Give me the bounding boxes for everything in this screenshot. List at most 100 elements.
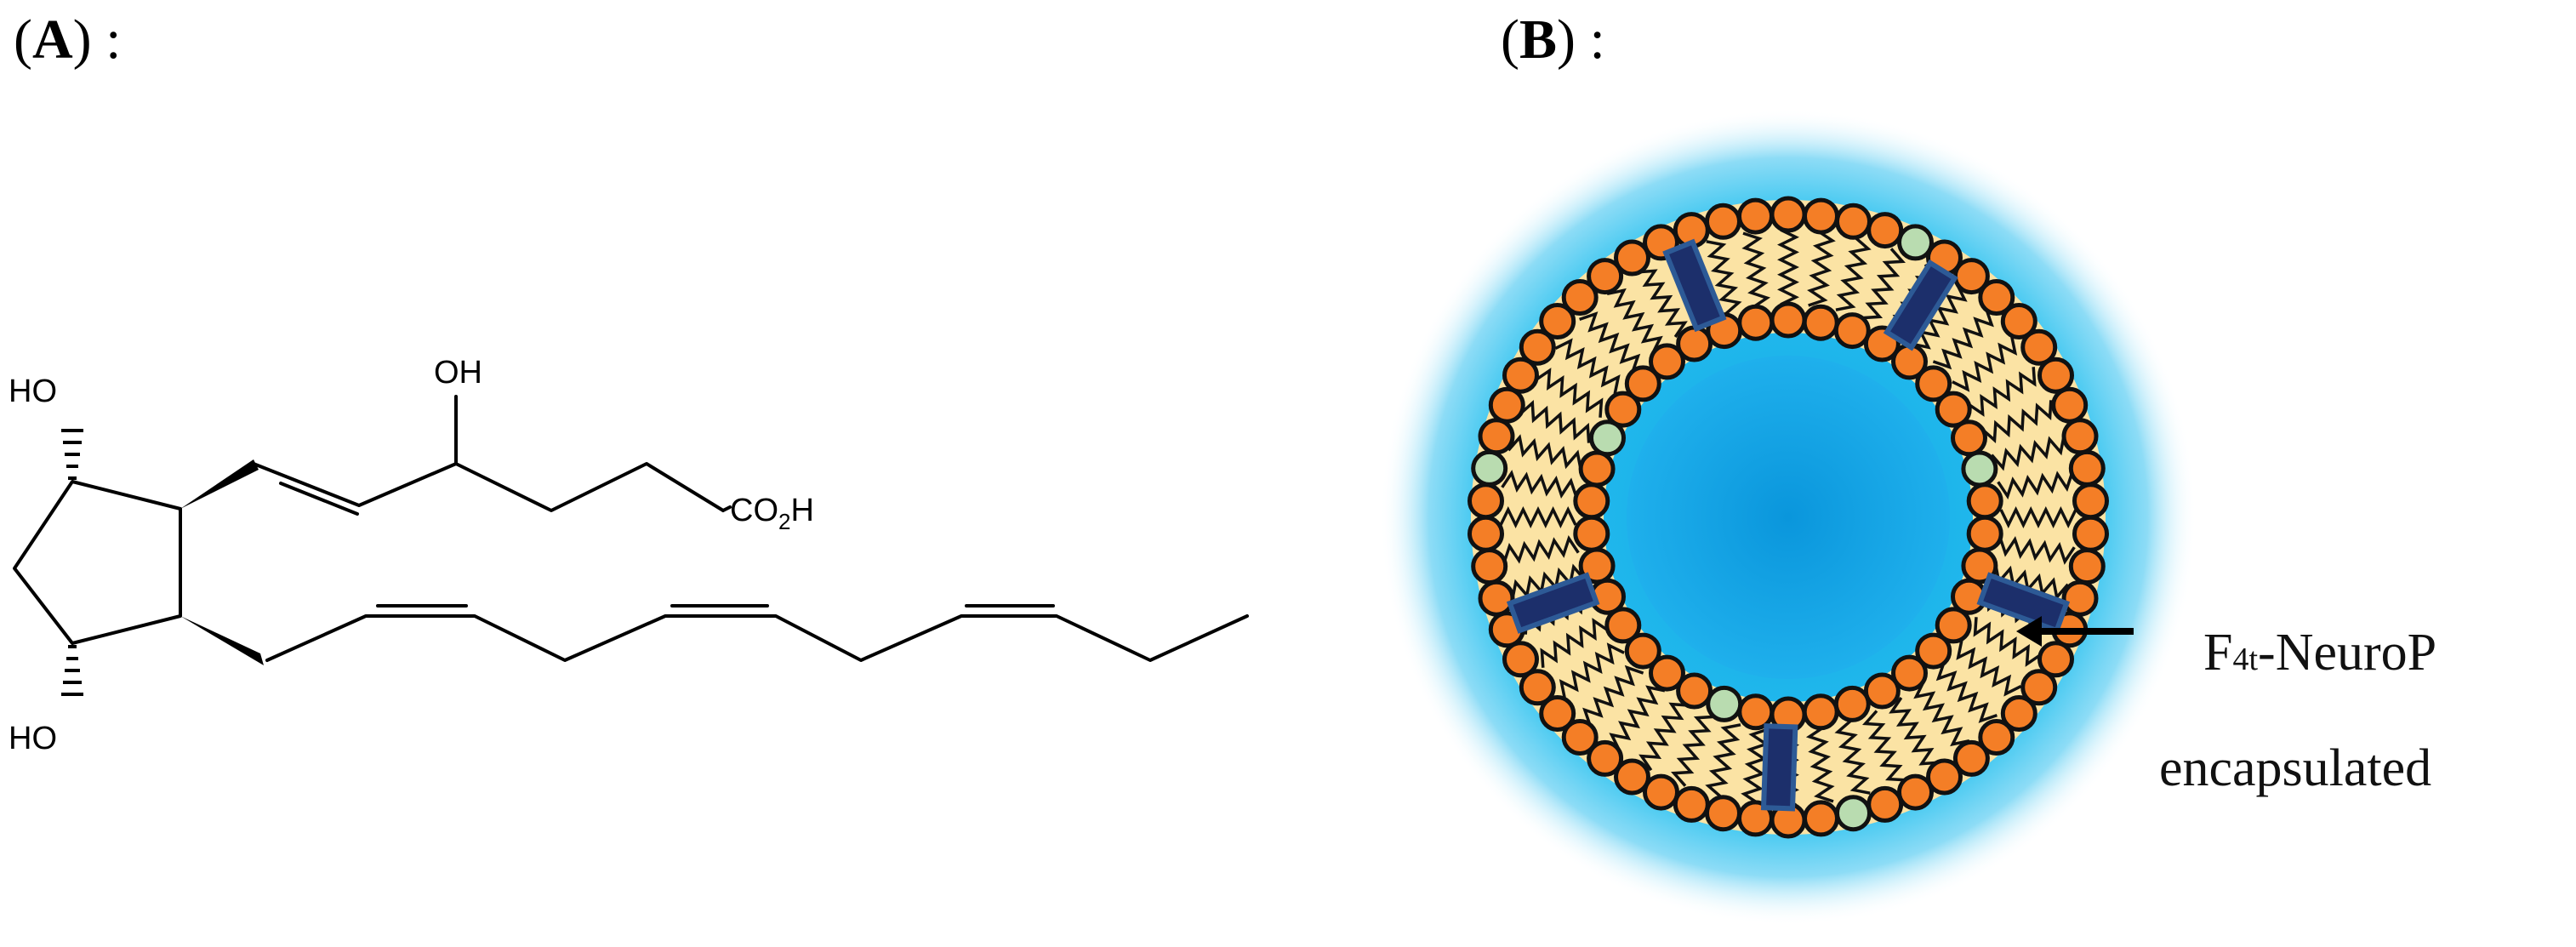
lipid-head — [1502, 357, 1539, 394]
lipid-tail — [1671, 715, 1714, 787]
lipid-head — [1676, 325, 1713, 362]
lipid-tail — [1805, 726, 1835, 803]
lipid-tail — [1913, 681, 1970, 747]
lipid-tail — [1606, 288, 1663, 354]
lipid-head — [1866, 212, 1904, 249]
lipid-heads — [1468, 196, 2109, 839]
lipid-tail — [1889, 697, 1939, 766]
lipid-head — [1935, 391, 1972, 428]
lipid-tail — [1952, 335, 2018, 392]
lipid-head — [1803, 800, 1839, 837]
lipid-head — [1649, 654, 1685, 692]
lipid-tail — [1911, 283, 1968, 350]
lipid-tail — [1534, 368, 1604, 418]
lipid-head — [1897, 773, 1934, 811]
hashed-bond-lower — [61, 645, 83, 696]
lipid-tails — [1499, 228, 2077, 807]
liposome-diagram — [1380, 109, 2197, 926]
lipid-head — [1578, 450, 1616, 488]
lipid-head — [2072, 482, 2109, 520]
lipid-tail — [1519, 400, 1591, 443]
lipid-head — [1519, 669, 1556, 706]
lipid-head — [1833, 685, 1871, 722]
lipid-head — [2037, 357, 2074, 394]
aqueous-core — [1627, 356, 1950, 679]
lipid-head — [1926, 758, 1963, 796]
molecule-structure: OH HO HO CO2H — [9, 355, 1249, 756]
lipid-head — [1539, 695, 1576, 732]
lipid-head — [2061, 579, 2099, 617]
lipid-head — [1573, 515, 1610, 552]
oh-label-left-lower: HO — [9, 721, 57, 756]
lipid-head — [2068, 548, 2106, 585]
lipid-tail — [1835, 236, 1872, 311]
lipid-head — [1471, 548, 1508, 585]
lipid-tail — [1609, 685, 1666, 751]
lipid-head — [1835, 795, 1872, 832]
lipid-head — [1624, 365, 1661, 402]
lipid-head — [1737, 304, 1775, 341]
lipid-tail — [1741, 231, 1771, 309]
drug-molecule — [1662, 238, 1727, 333]
lipid-head — [1587, 258, 1624, 295]
lipid-head — [1561, 279, 1599, 316]
lipid-head — [1935, 607, 1972, 644]
drug-molecule — [1976, 572, 2071, 634]
lipid-tail — [1862, 248, 1906, 320]
lipid-head — [1897, 224, 1934, 261]
lipid-head — [1539, 303, 1576, 339]
lipid-head — [1604, 607, 1642, 644]
lipid-tail — [1807, 230, 1836, 307]
panel-label-a: (A) : — [14, 9, 122, 71]
lower-chain — [265, 614, 1249, 662]
lipid-tail — [1638, 269, 1688, 338]
lipid-head — [1737, 693, 1775, 731]
lipid-head — [1966, 482, 2003, 520]
lipid-tail — [1511, 563, 1587, 600]
drug-molecule — [1506, 572, 1600, 634]
lipid-tail — [1980, 400, 2053, 443]
lipid-head — [1705, 795, 1741, 832]
lipid-head — [1488, 386, 1525, 424]
lipid-tail — [1862, 710, 1906, 782]
lipid-tail — [1554, 338, 1621, 395]
annotation-label: F4t-NeuroP — [2203, 624, 2437, 682]
lipid-head — [1676, 672, 1713, 710]
drug-molecule — [1883, 259, 1958, 351]
acid-bond — [721, 505, 732, 512]
lipid-head — [1952, 739, 1990, 777]
lipid-head — [1624, 632, 1661, 670]
lipid-tail — [1834, 719, 1871, 795]
lipid-tail — [1507, 434, 1582, 471]
cyclopentane-ring — [13, 480, 182, 645]
lipid-head — [1468, 515, 1504, 552]
lipid-tail — [1999, 506, 2077, 528]
lipid-tail — [1540, 618, 1609, 668]
lipid-tail — [1990, 435, 2066, 471]
annotation-label-line2: encapsulated — [2159, 739, 2432, 797]
lipid-head — [1802, 693, 1839, 731]
lipid-tail — [1741, 727, 1770, 805]
acid-group-label: CO2H — [730, 493, 814, 534]
lipid-tail — [1998, 536, 2076, 565]
lipid-head — [1649, 343, 1685, 380]
lipid-head — [1951, 419, 1987, 457]
lipid-head — [1573, 482, 1610, 520]
lipid-head — [1966, 515, 2003, 552]
lipid-tail — [1582, 665, 1644, 727]
lipid-tail — [1968, 367, 2037, 417]
lipid-head — [1519, 328, 1556, 366]
lipid-head — [1673, 785, 1710, 823]
oh-label-top: OH — [434, 355, 482, 391]
lipid-tail — [1956, 640, 2022, 697]
lipid-head — [1561, 719, 1599, 756]
lipid-head — [1803, 197, 1839, 235]
lipid-head — [1471, 449, 1508, 487]
drug-molecule — [1760, 723, 1798, 812]
lipid-head — [1802, 304, 1839, 341]
lipid-head — [1604, 391, 1642, 428]
lipid-head — [1915, 632, 1952, 670]
oh-label-left-upper: HO — [9, 374, 57, 409]
lipid-tail — [1559, 642, 1625, 699]
panel-label-b: (B) : — [1501, 9, 1605, 71]
